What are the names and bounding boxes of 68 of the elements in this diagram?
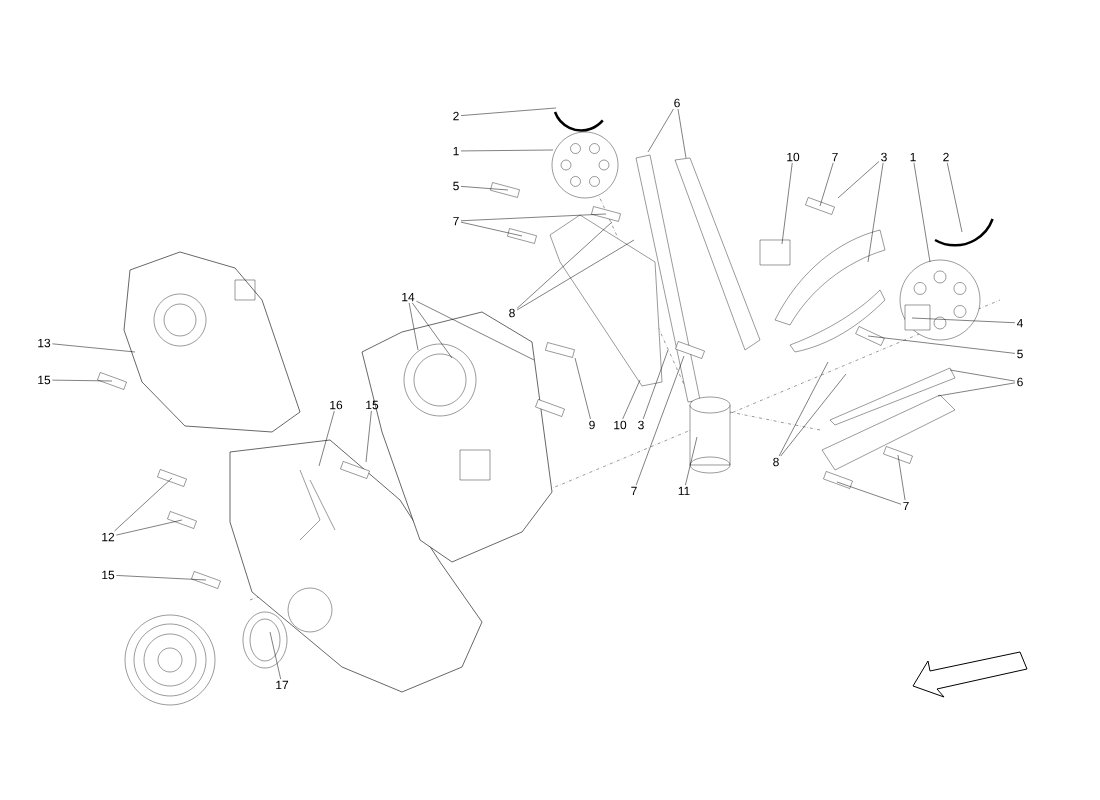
leader-line bbox=[778, 361, 829, 457]
leader-line bbox=[318, 410, 335, 467]
callout-number: 3 bbox=[881, 152, 887, 162]
callout-number: 5 bbox=[1017, 349, 1023, 359]
leader-line bbox=[460, 213, 607, 221]
callout-number: 1 bbox=[453, 146, 459, 156]
leader-line bbox=[897, 454, 906, 501]
leader-line bbox=[911, 317, 1016, 323]
leader-line bbox=[460, 149, 554, 152]
leader-line bbox=[780, 373, 847, 457]
callout-number: 6 bbox=[674, 98, 680, 108]
leader-line bbox=[460, 221, 523, 237]
callout-number: 13 bbox=[38, 338, 51, 348]
callout-number: 8 bbox=[509, 308, 515, 318]
callout-number: 7 bbox=[631, 486, 637, 496]
callout-number: 4 bbox=[1016, 318, 1023, 328]
leader-line bbox=[52, 343, 136, 353]
leader-line bbox=[937, 382, 1016, 397]
leader-line bbox=[836, 481, 902, 505]
leader-line bbox=[460, 186, 509, 191]
leader-line bbox=[677, 108, 687, 159]
callout-number: 16 bbox=[330, 400, 343, 410]
callout-number: 10 bbox=[787, 152, 800, 162]
leader-line bbox=[460, 107, 557, 116]
leader-line bbox=[516, 239, 635, 311]
leader-line bbox=[622, 379, 641, 420]
callout-number: 5 bbox=[453, 181, 459, 191]
leader-line bbox=[685, 436, 698, 486]
leader-line bbox=[819, 162, 834, 207]
leader-line bbox=[269, 631, 281, 680]
leader-line bbox=[416, 300, 535, 361]
callout-number: 1 bbox=[910, 152, 916, 162]
callout-number: 15 bbox=[102, 570, 115, 580]
leader-line bbox=[411, 302, 453, 359]
callout-number: 14 bbox=[402, 292, 415, 302]
leader-line bbox=[116, 519, 183, 536]
leader-line bbox=[949, 369, 1016, 382]
leader-line bbox=[837, 161, 880, 199]
callout-number: 7 bbox=[832, 152, 838, 162]
leader-line bbox=[913, 162, 931, 263]
leader-line bbox=[114, 477, 173, 532]
callout-number: 11 bbox=[678, 486, 690, 496]
callout-number: 17 bbox=[276, 680, 289, 690]
leader-line bbox=[867, 335, 1016, 354]
leader-line bbox=[574, 357, 591, 420]
leader-line bbox=[516, 221, 613, 309]
leader-line bbox=[642, 349, 669, 420]
leader-line bbox=[635, 355, 685, 486]
leader-line bbox=[116, 575, 207, 581]
callout-number: 8 bbox=[773, 457, 779, 467]
callout-number: 7 bbox=[903, 501, 909, 511]
leader-line bbox=[647, 108, 674, 153]
leader-line bbox=[781, 162, 793, 245]
callout-number: 2 bbox=[453, 111, 459, 121]
callout-number: 6 bbox=[1017, 377, 1023, 387]
callout-number: 12 bbox=[102, 532, 115, 542]
callout-number: 3 bbox=[638, 420, 644, 430]
leader-line bbox=[867, 162, 884, 263]
callout-number: 10 bbox=[614, 420, 627, 430]
callout-number: 15 bbox=[38, 375, 51, 385]
leader-line bbox=[365, 410, 372, 463]
callout-number: 2 bbox=[943, 152, 949, 162]
leader-line bbox=[408, 302, 419, 351]
leader-line bbox=[947, 162, 963, 233]
leader-line bbox=[52, 379, 113, 382]
callout-number: 15 bbox=[366, 400, 379, 410]
callout-number: 7 bbox=[453, 216, 459, 226]
callout-number: 9 bbox=[589, 420, 595, 430]
